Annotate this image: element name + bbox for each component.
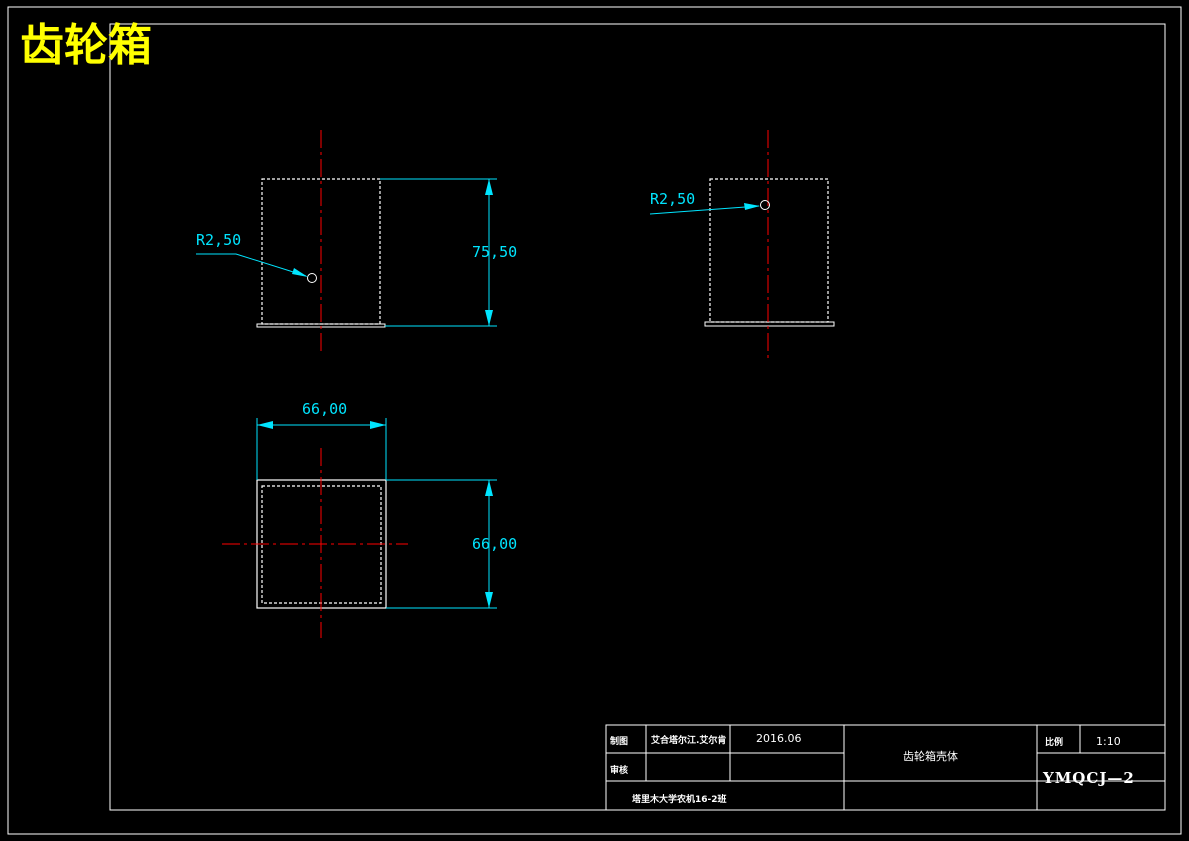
side-radius-label: R2,50 xyxy=(650,190,695,208)
outer-border xyxy=(7,6,1182,835)
front-radius-leader xyxy=(196,253,307,277)
tb-scale-value: 1:10 xyxy=(1096,735,1121,748)
side-view-hole xyxy=(760,200,770,210)
front-view-hole xyxy=(307,273,317,283)
front-radius-arrow xyxy=(292,268,308,277)
tb-reviewer-label: 审核 xyxy=(610,764,628,776)
top-width-arrow-left xyxy=(257,421,273,429)
tb-drafter-label: 制图 xyxy=(610,735,628,747)
top-depth-label: 66,00 xyxy=(472,535,517,553)
side-view-body xyxy=(709,178,829,323)
drawing-title: 齿轮箱 xyxy=(20,20,152,71)
tb-date: 2016.06 xyxy=(756,732,802,745)
side-view: R2,50 xyxy=(649,130,835,360)
side-radius-arrow xyxy=(744,203,760,210)
top-width-arrow-right xyxy=(370,421,386,429)
top-width-label: 66,00 xyxy=(302,400,347,418)
inner-border xyxy=(109,23,1166,811)
front-height-arrow-top xyxy=(485,179,493,195)
tb-drawing-code: YMQCJ—2 xyxy=(1042,769,1135,787)
front-height-arrow-bottom xyxy=(485,310,493,326)
tb-scale-label: 比例 xyxy=(1045,736,1063,748)
title-block: 制图 艾合塔尔江.艾尔肯 2016.06 审核 齿轮箱壳体 比例 1:10 YM… xyxy=(605,724,1166,811)
side-view-base xyxy=(704,321,835,327)
tb-part-name: 齿轮箱壳体 xyxy=(903,749,958,763)
side-radius-leader xyxy=(649,205,760,215)
title-block-frame xyxy=(605,724,1166,811)
tb-school-class: 塔里木大学农机16-2班 xyxy=(632,793,727,805)
front-radius-label: R2,50 xyxy=(196,231,241,249)
tb-drafter-name: 艾合塔尔江.艾尔肯 xyxy=(651,734,726,746)
top-view: 66,00 66,00 xyxy=(222,400,517,638)
top-depth-arrow-top xyxy=(485,480,493,496)
top-depth-arrow-bottom xyxy=(485,592,493,608)
front-height-label: 75,50 xyxy=(472,243,517,261)
front-view: R2,50 75,50 xyxy=(196,130,517,355)
